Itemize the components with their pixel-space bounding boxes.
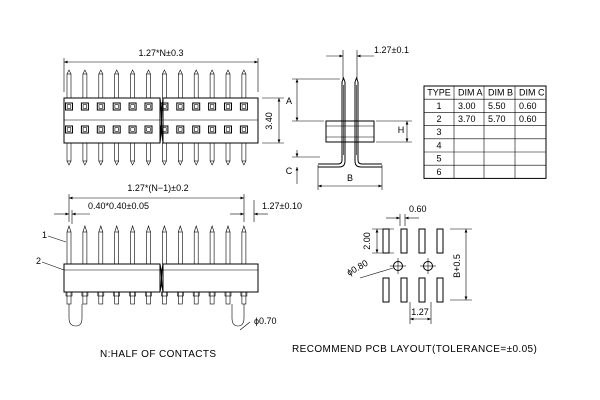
front-view: 1.27*(N−1)±0.2 0.40*0.40±0.05 1.27±0.10 … bbox=[36, 183, 302, 331]
front-pin bbox=[240, 225, 248, 305]
table-cell: 2 bbox=[436, 114, 441, 124]
side-dim-a: A bbox=[286, 96, 292, 106]
front-pin-dim: 0.40*0.40±0.05 bbox=[88, 201, 149, 211]
front-span-dim: 1.27*(N−1)±0.2 bbox=[127, 183, 188, 193]
pcb-pad-length: 2.00 bbox=[362, 232, 372, 250]
top-pin bbox=[65, 69, 73, 166]
pcb-pad bbox=[418, 228, 426, 254]
note-half-contacts: N:HALF OF CONTACTS bbox=[100, 349, 216, 360]
pcb-pad-width: 0.60 bbox=[409, 204, 427, 214]
table-cell: 5 bbox=[436, 154, 441, 164]
table-cell: 3 bbox=[436, 127, 441, 137]
top-view: 1.27*N±0.3 3.40 bbox=[63, 48, 284, 166]
side-dim-h: H bbox=[398, 125, 405, 135]
front-pin bbox=[177, 225, 184, 305]
table-header-cell: TYPE bbox=[427, 88, 451, 98]
front-pin bbox=[113, 225, 120, 305]
table-header-cell: DIM B bbox=[488, 88, 513, 98]
top-pin bbox=[96, 69, 105, 166]
pcb-hole-dia: ϕ0.80 bbox=[345, 258, 370, 278]
top-height-dim: 3.40 bbox=[264, 112, 274, 130]
side-dim-b: B bbox=[347, 173, 353, 183]
table-header-cell: DIM C bbox=[519, 88, 545, 98]
side-view: 1.27±0.1 A C H B bbox=[286, 45, 412, 190]
table-cell: 6 bbox=[436, 167, 441, 177]
side-dim-c: C bbox=[286, 166, 293, 176]
bent-lead-left bbox=[68, 304, 83, 327]
front-pin bbox=[208, 225, 216, 305]
top-pin bbox=[176, 69, 185, 166]
top-pin bbox=[192, 69, 201, 166]
front-pin bbox=[97, 225, 105, 305]
pcb-pad bbox=[436, 228, 444, 254]
front-pin bbox=[192, 225, 200, 305]
callout-2: 2 bbox=[36, 256, 41, 266]
front-hole-dim: ϕ0.70 bbox=[254, 316, 277, 326]
top-width-dim: 1.27*N±0.3 bbox=[139, 48, 184, 58]
pcb-pad bbox=[400, 228, 408, 254]
dimension-table: TYPE DIM A DIM B DIM C 1 3.00 5.50 0.60 2 3.70 5.7… bbox=[423, 85, 547, 179]
pcb-pad bbox=[436, 277, 444, 303]
top-pin bbox=[239, 69, 248, 166]
table-header-cell: DIM A bbox=[458, 88, 483, 98]
table-cell: 0.60 bbox=[519, 101, 537, 111]
top-pin bbox=[80, 69, 89, 166]
top-pin bbox=[208, 69, 217, 166]
side-pitch-dim: 1.27±0.1 bbox=[374, 45, 409, 55]
front-pin bbox=[145, 225, 152, 305]
table-cell: 0.60 bbox=[519, 114, 537, 124]
top-pin bbox=[112, 69, 121, 166]
top-pin bbox=[224, 69, 232, 166]
table-cell: 1 bbox=[436, 101, 441, 111]
pcb-pad bbox=[418, 277, 426, 303]
callout-1: 1 bbox=[42, 230, 47, 240]
front-pin bbox=[81, 225, 89, 305]
pcb-layout: 0.60 2.00 ϕ0.80 B+0.5 1.27 bbox=[345, 204, 472, 324]
front-pin bbox=[129, 225, 136, 305]
bent-lead-right bbox=[231, 304, 245, 327]
pcb-pad bbox=[382, 228, 390, 254]
table-cell: 5.50 bbox=[488, 101, 506, 111]
pcb-pad bbox=[400, 277, 408, 303]
pcb-pad bbox=[382, 277, 390, 303]
front-pin bbox=[224, 225, 232, 305]
top-pin bbox=[160, 69, 169, 166]
pcb-pitch: 1.27 bbox=[411, 307, 429, 317]
top-pin bbox=[128, 69, 137, 166]
table-cell: 3.70 bbox=[458, 114, 476, 124]
table-cell: 3.00 bbox=[458, 101, 476, 111]
table-cell: 5.70 bbox=[488, 114, 506, 124]
pcb-row-spacing: B+0.5 bbox=[452, 254, 462, 278]
top-pin bbox=[144, 69, 153, 166]
table-cell: 4 bbox=[436, 140, 441, 150]
front-pin bbox=[161, 225, 168, 305]
front-edge-dim: 1.27±0.10 bbox=[262, 201, 302, 211]
front-pin bbox=[65, 225, 73, 305]
note-pcb-layout: RECOMMEND PCB LAYOUT(TOLERANCE=±0.05) bbox=[292, 344, 537, 355]
